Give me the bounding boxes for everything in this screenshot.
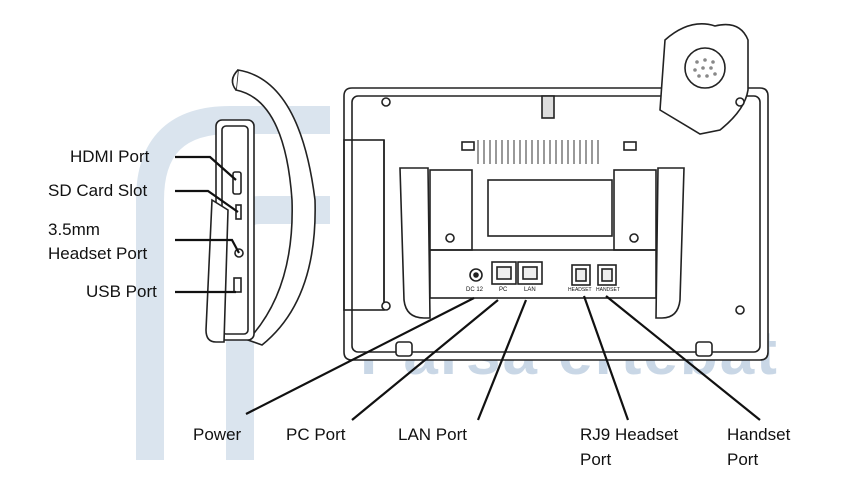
back-view-phone bbox=[343, 23, 769, 361]
label-pc-port: PC Port bbox=[286, 425, 346, 444]
label-power: Power bbox=[193, 425, 242, 444]
label-lan-port: LAN Port bbox=[398, 425, 467, 444]
label-hdmi-port: HDMI Port bbox=[70, 147, 150, 166]
label-handset: Handset bbox=[727, 425, 791, 444]
silk-dc: DC 12 bbox=[466, 287, 484, 293]
bottom-leader-lines bbox=[245, 295, 761, 421]
label-handset-port: Port bbox=[727, 450, 759, 469]
label-usb-port: USB Port bbox=[86, 282, 157, 301]
silk-pc: PC bbox=[499, 287, 508, 293]
side-leader-lines bbox=[175, 155, 240, 294]
side-view-phone bbox=[205, 69, 316, 346]
label-rj9-headset: RJ9 Headset bbox=[580, 425, 679, 444]
silk-handset: HANDSET bbox=[596, 287, 620, 293]
label-headset-port: Headset Port bbox=[48, 244, 148, 263]
label-rj9-port: Port bbox=[580, 450, 612, 469]
label-35mm: 3.5mm bbox=[48, 220, 100, 239]
silk-lan: LAN bbox=[524, 287, 536, 293]
silk-headset: HEADSET bbox=[568, 287, 592, 293]
label-sd-card-slot: SD Card Slot bbox=[48, 181, 148, 200]
